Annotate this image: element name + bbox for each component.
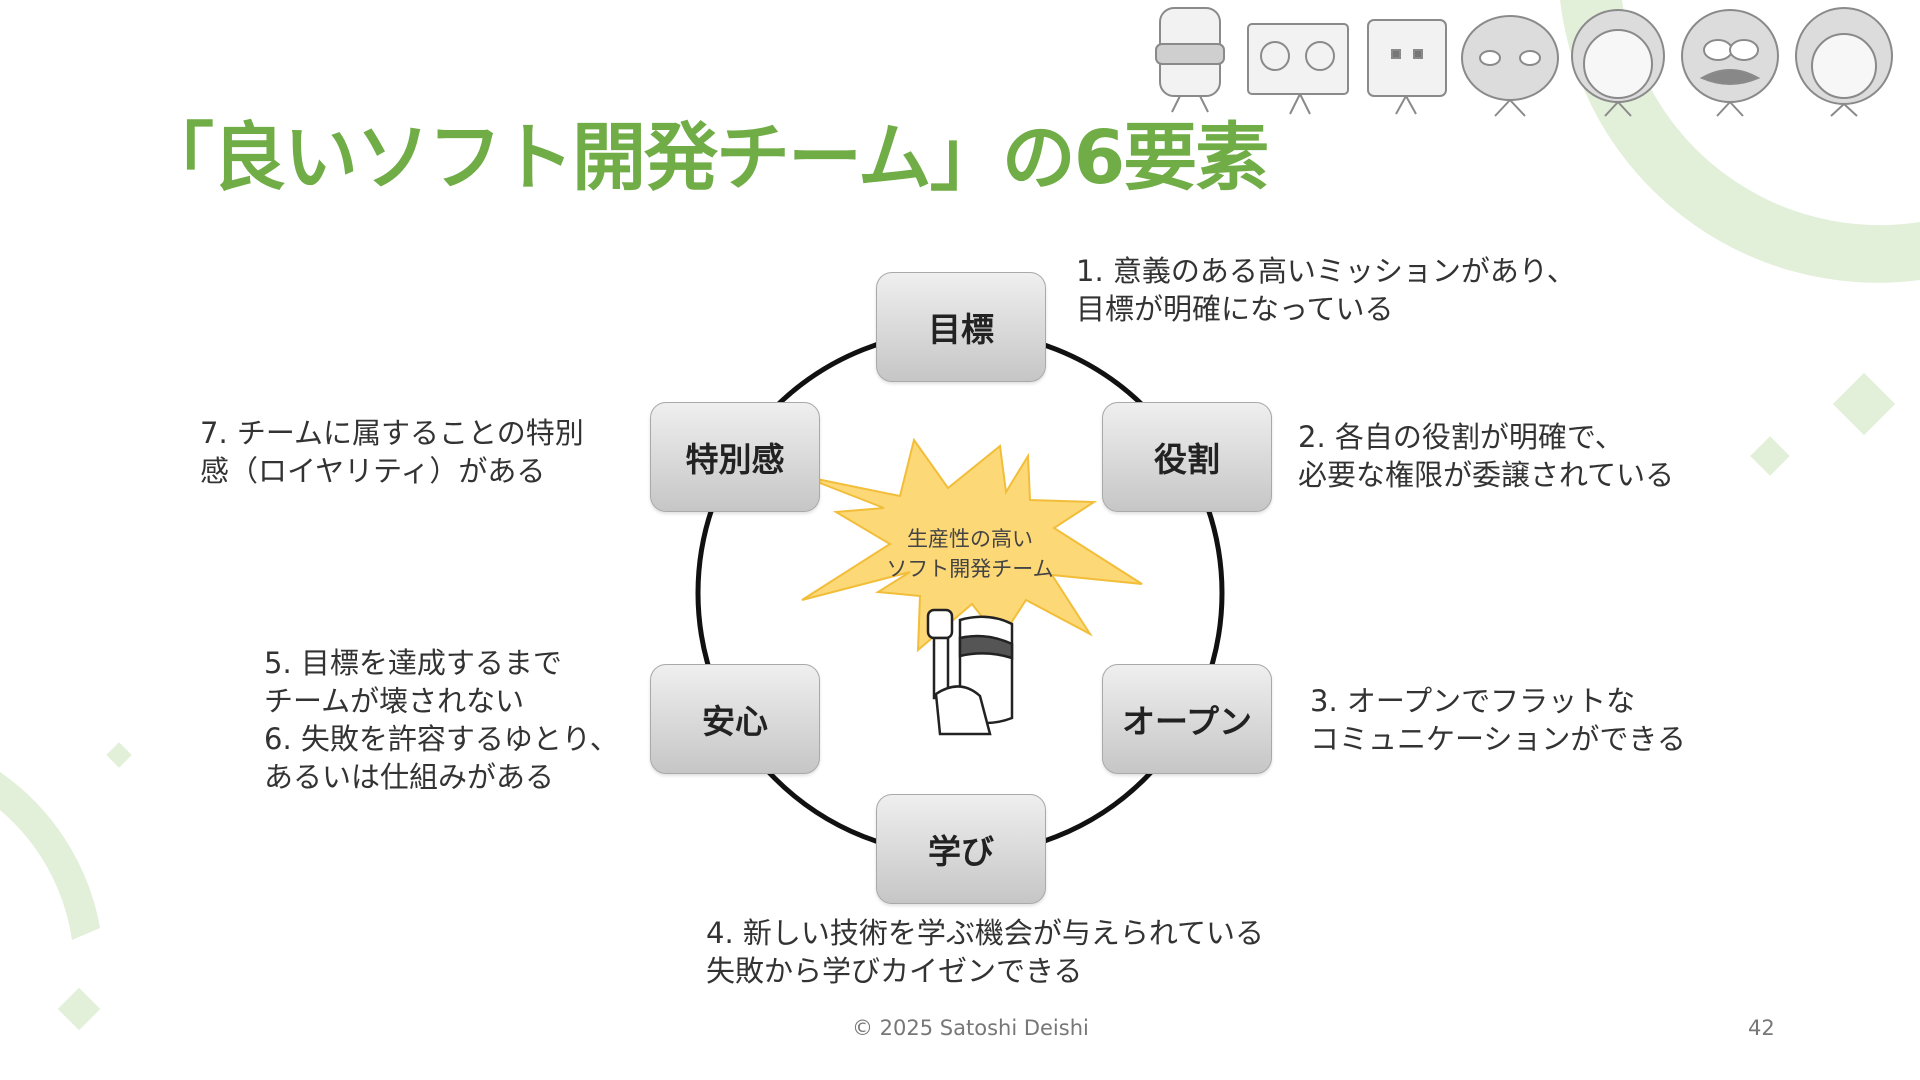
description-4: 4. 新しい技術を学ぶ機会が与えられている 失敗から学びカイゼンできる [706, 914, 1264, 990]
node-anshin: 安心 [650, 664, 820, 774]
description-1: 1. 意義のある高いミッションがあり、 目標が明確になっている [1076, 252, 1576, 328]
center-caption-line-2: ソフト開発チーム [886, 557, 1054, 581]
node-mokuhyo: 目標 [876, 272, 1046, 382]
character-person-icon-7 [1795, 7, 1893, 117]
description-5-line-2: チームが壊されない [264, 684, 525, 718]
node-open: オープン [1102, 664, 1272, 774]
character-robot-icon-1 [1155, 7, 1225, 113]
character-illustrations [1155, 7, 1893, 117]
decor-diamond-3 [106, 742, 132, 768]
description-7-line-1: 7. チームに属することの特別 [200, 416, 584, 450]
description-7-line-2: 感（ロイヤリティ）がある [200, 454, 546, 488]
description-1-line-1: 1. 意義のある高いミッションがあり、 [1076, 254, 1576, 288]
character-person-icon-4 [1461, 15, 1559, 117]
fist-raised-illustration-icon [926, 608, 1014, 736]
character-robot-icon-2 [1247, 23, 1349, 115]
center-caption-line-1: 生産性の高い [907, 527, 1033, 551]
description-3-line-1: 3. オープンでフラットな [1310, 684, 1636, 718]
node-tokubetsu: 特別感 [650, 402, 820, 512]
character-person-icon-5 [1571, 9, 1665, 117]
description-7: 7. チームに属することの特別 感（ロイヤリティ）がある [200, 414, 584, 490]
footer-copyright: © 2025 Satoshi Deishi [852, 1016, 1089, 1040]
description-3: 3. オープンでフラットな コミュニケーションができる [1310, 682, 1686, 758]
description-6-line-2: あるいは仕組みがある [264, 760, 555, 794]
description-6-line-1: 6. 失敗を許容するゆとり、 [264, 722, 619, 756]
page-number: 42 [1748, 1016, 1775, 1040]
description-4-line-2: 失敗から学びカイゼンできる [706, 954, 1083, 988]
starburst-shape [801, 437, 1143, 653]
description-5-6: 5. 目標を達成するまで チームが壊されない 6. 失敗を許容するゆとり、 ある… [264, 644, 619, 796]
decor-arc-bottom-left [0, 772, 100, 940]
character-robot-icon-3 [1367, 19, 1447, 115]
character-person-icon-6 [1681, 9, 1779, 117]
node-manabi: 学び [876, 794, 1046, 904]
description-1-line-2: 目標が明確になっている [1076, 292, 1394, 326]
description-2-line-1: 2. 各自の役割が明確で、 [1298, 420, 1624, 454]
center-caption: 生産性の高い ソフト開発チーム [850, 524, 1090, 584]
node-yakuwari: 役割 [1102, 402, 1272, 512]
description-2-line-2: 必要な権限が委譲されている [1298, 458, 1675, 492]
description-5-line-1: 5. 目標を達成するまで [264, 646, 562, 680]
description-2: 2. 各自の役割が明確で、 必要な権限が委譲されている [1298, 418, 1674, 494]
description-4-line-1: 4. 新しい技術を学ぶ機会が与えられている [706, 916, 1265, 950]
slide-title: 「良いソフト開発チーム」の6要素 [140, 115, 1269, 201]
description-3-line-2: コミュニケーションができる [1310, 722, 1686, 756]
